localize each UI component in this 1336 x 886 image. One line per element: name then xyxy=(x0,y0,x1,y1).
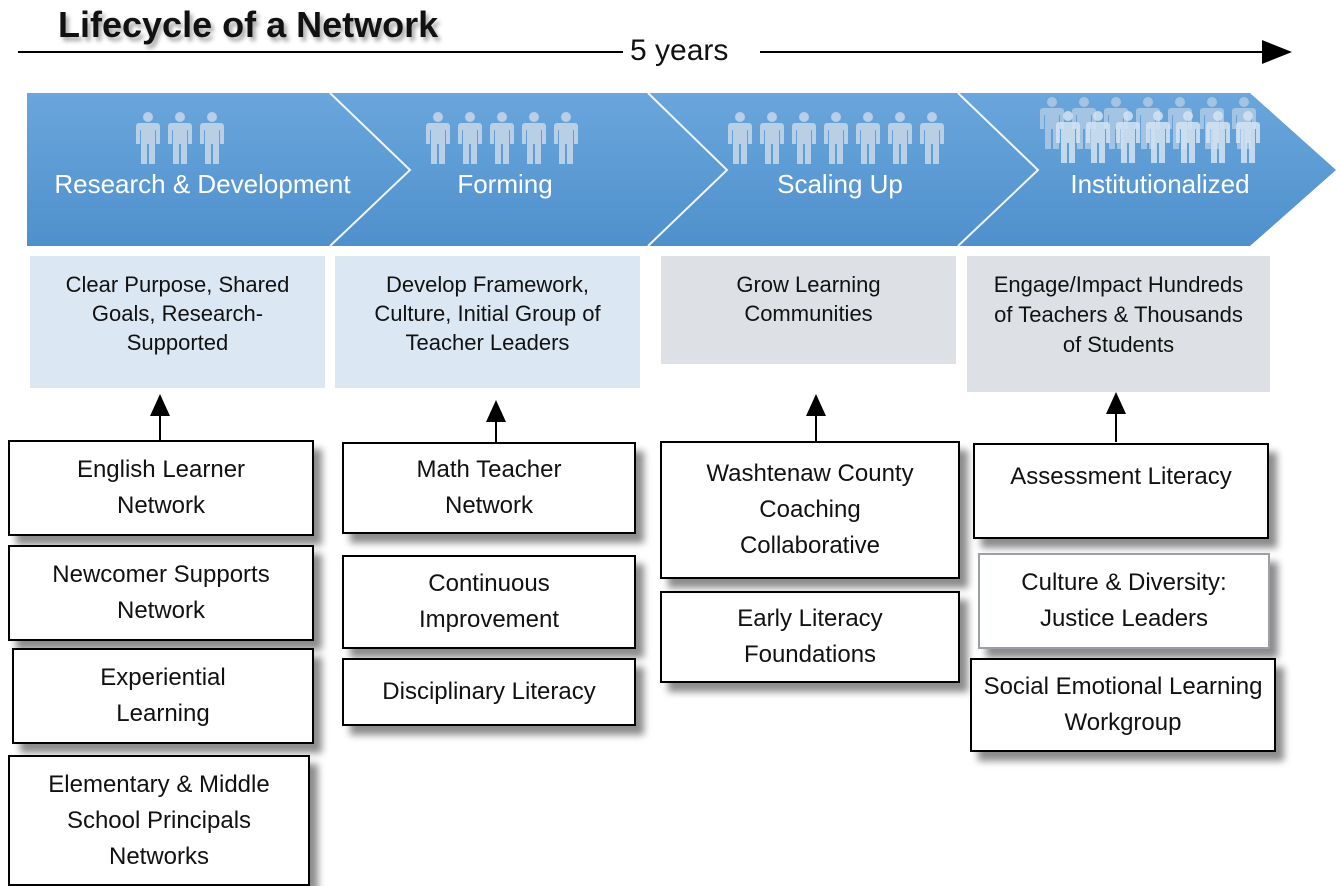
network-box: Social Emotional Learning Workgroup xyxy=(970,658,1276,752)
person-icon xyxy=(1206,111,1230,163)
stage-description-forming: Develop Framework, Culture, Initial Grou… xyxy=(335,256,640,388)
chevron-research xyxy=(27,93,410,246)
person-icon xyxy=(136,112,160,164)
person-icon xyxy=(490,112,514,164)
network-label: Disciplinary Literacy xyxy=(382,678,596,705)
arrow-head-icon xyxy=(486,400,506,422)
stage-label-scaling: Scaling Up xyxy=(777,169,903,199)
network-label: Social Emotional Learning Workgroup xyxy=(983,673,1263,736)
person-icon xyxy=(888,112,912,164)
network-label: Newcomer Supports Network xyxy=(52,561,270,624)
network-box: Washtenaw County Coaching Collaborative xyxy=(660,441,960,579)
network-box: English Learner Network xyxy=(8,440,314,536)
network-box: Continuous Improvement xyxy=(342,555,636,649)
people-icon xyxy=(136,112,224,164)
network-box: Culture & Diversity: Justice Leaders xyxy=(978,553,1270,649)
timeline-line-right xyxy=(760,51,1265,53)
network-box: Newcomer Supports Network xyxy=(8,545,314,641)
person-icon xyxy=(1056,111,1080,163)
stage-label-forming: Forming xyxy=(457,169,553,199)
person-icon xyxy=(760,112,784,164)
person-icon xyxy=(426,112,450,164)
stage-description-scaling: Grow Learning Communities xyxy=(661,256,956,364)
timeline-line-left xyxy=(18,51,623,53)
person-icon xyxy=(554,112,578,164)
stage-description-research: Clear Purpose, Shared Goals, Research-Su… xyxy=(30,256,325,388)
network-box: Disciplinary Literacy xyxy=(342,658,636,726)
person-icon xyxy=(856,112,880,164)
person-icon xyxy=(792,112,816,164)
person-icon xyxy=(1116,111,1140,163)
network-label: Elementary & Middle School Principals Ne… xyxy=(48,770,270,870)
arrow-head-icon xyxy=(806,394,826,416)
person-icon xyxy=(200,112,224,164)
people-icon xyxy=(728,112,944,164)
person-icon xyxy=(824,112,848,164)
network-box: Elementary & Middle School Principals Ne… xyxy=(8,755,310,886)
person-icon xyxy=(522,112,546,164)
stage-description-institutionalized: Engage/Impact Hundreds of Teachers & Tho… xyxy=(967,256,1270,392)
person-icon xyxy=(728,112,752,164)
network-label: Washtenaw County Coaching Collaborative xyxy=(706,460,914,559)
network-box: Early Literacy Foundations xyxy=(660,591,960,683)
arrow-up-scaling xyxy=(815,414,817,442)
arrow-up-research xyxy=(159,414,161,442)
network-box: Math Teacher Network xyxy=(342,442,636,534)
network-label: Math Teacher Network xyxy=(416,456,562,519)
stage-label-research: Research & Development xyxy=(54,169,351,199)
network-label: Continuous Improvement xyxy=(418,570,560,633)
person-icon xyxy=(920,112,944,164)
arrow-head-icon xyxy=(150,394,170,416)
timeline-arrowhead-icon xyxy=(1262,40,1292,64)
person-icon xyxy=(1146,111,1170,163)
network-label: English Learner Network xyxy=(76,456,246,519)
people-icon xyxy=(426,112,578,164)
people-icon xyxy=(1040,97,1260,163)
network-box: Assessment Literacy xyxy=(973,443,1269,539)
stage-label-institutionalized: Institutionalized xyxy=(1070,169,1250,199)
person-icon xyxy=(1176,111,1200,163)
network-label: Assessment Literacy xyxy=(1010,463,1232,490)
page-title: Lifecycle of a Network xyxy=(58,4,439,45)
timeline-label: 5 years xyxy=(630,34,729,67)
network-label: Culture & Diversity: Justice Leaders xyxy=(1021,569,1227,632)
person-icon xyxy=(168,112,192,164)
network-label: Early Literacy Foundations xyxy=(737,605,883,668)
arrow-up-institutionalized xyxy=(1115,412,1117,442)
arrow-up-forming xyxy=(495,420,497,442)
arrow-head-icon xyxy=(1106,392,1126,414)
person-icon xyxy=(1236,111,1260,163)
person-icon xyxy=(1086,111,1110,163)
network-label: Experiential Learning xyxy=(100,664,226,727)
network-box: Experiential Learning xyxy=(12,648,314,744)
person-icon xyxy=(458,112,482,164)
